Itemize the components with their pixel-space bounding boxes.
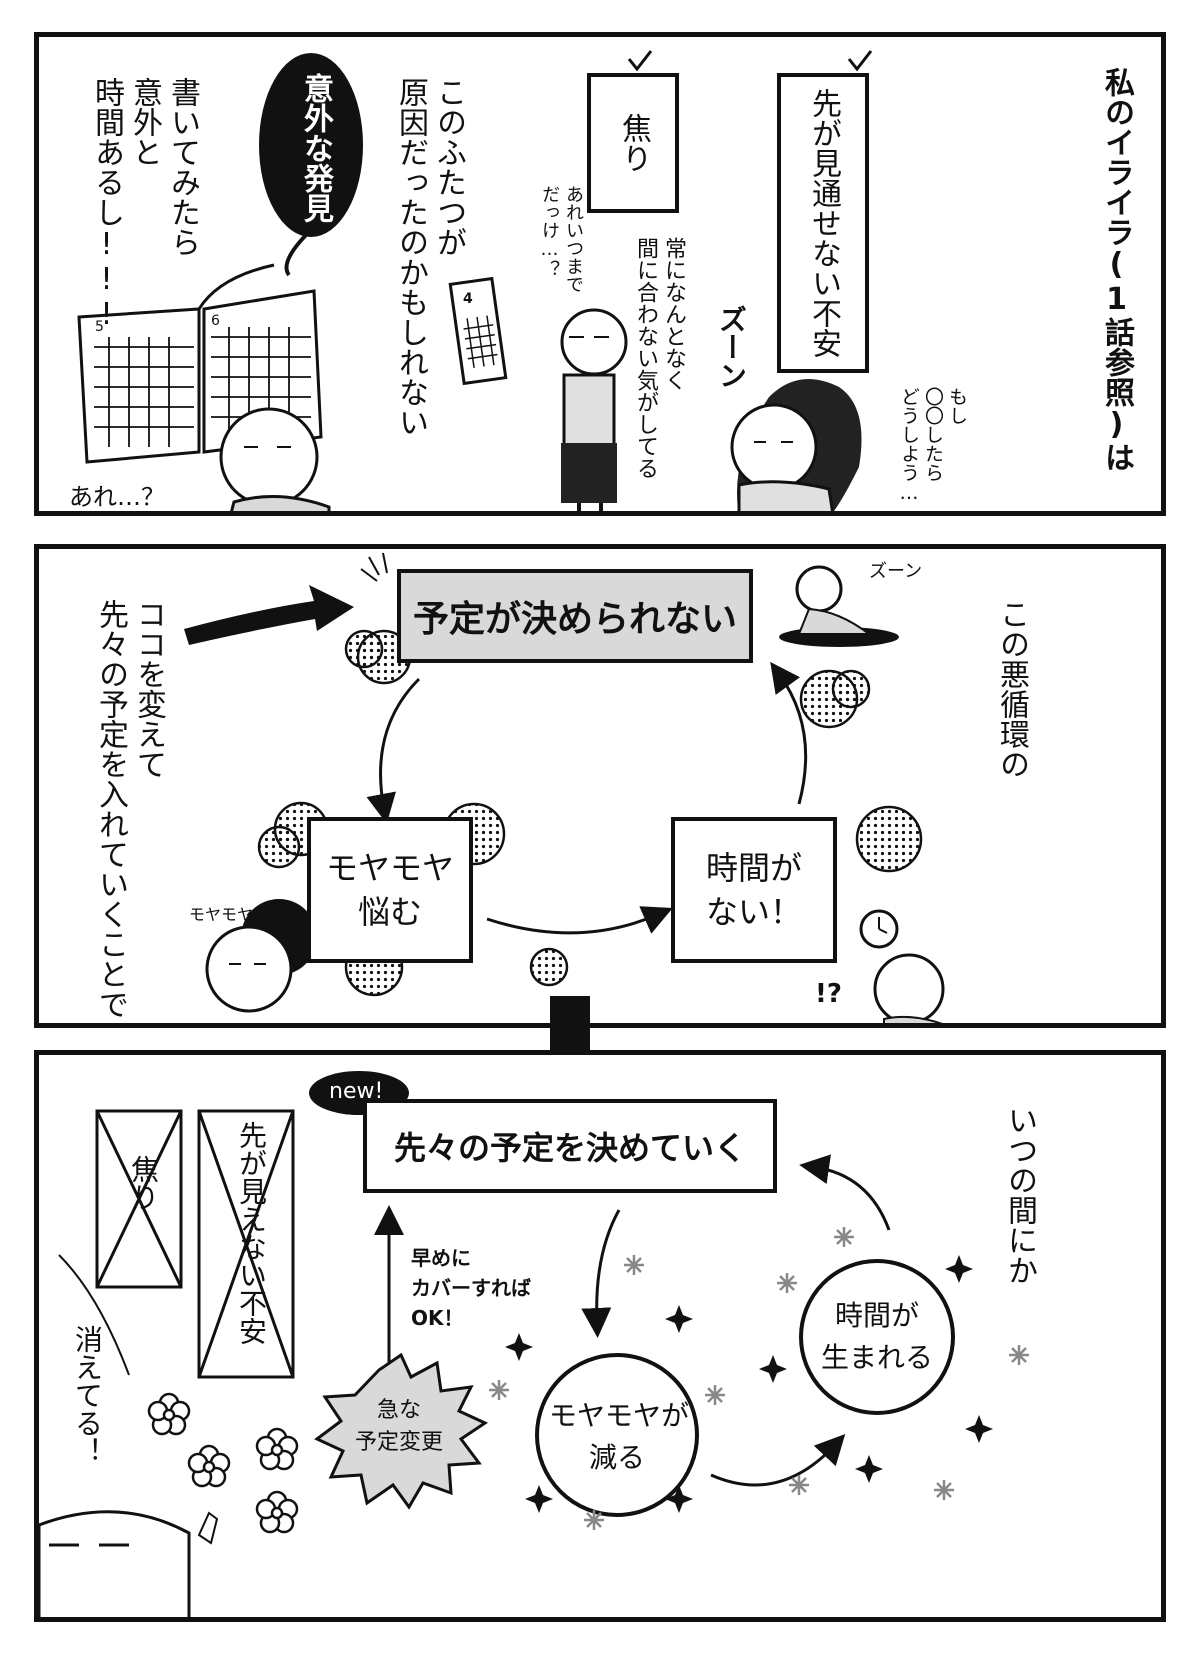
narration-vanished: 消えてる！	[71, 1325, 104, 1465]
planner-right-page-number: 6	[211, 313, 220, 329]
burst-sudden-change-label: 急な 予定変更	[355, 1398, 444, 1455]
relieved-character-figure	[39, 1510, 219, 1617]
worried-character-figure	[205, 899, 317, 1013]
box-anxiety: 先が見通せない不安	[777, 73, 869, 373]
depressed-character-figure	[779, 565, 899, 647]
note-cover-early: 早めに カバーすれば OK！	[411, 1246, 531, 1330]
panel-2-art	[184, 552, 945, 1023]
cycle-arrow	[770, 661, 808, 805]
calendar-page-number: 4	[463, 291, 473, 307]
check-mark-icon	[627, 50, 653, 72]
planner-book-icon	[77, 263, 323, 464]
speech-are: あれ…？	[69, 483, 165, 511]
box-cannot-decide: 予定が決められない	[397, 569, 753, 663]
box-no-time: 時間が ない！	[671, 817, 837, 963]
surprised-character-figure	[873, 953, 945, 1023]
panel-1: 私のイライラ(1話参照)は 先が見通せない不安 焦り ズーン もし 〇〇したら …	[34, 32, 1166, 516]
cycle-arrow	[710, 1434, 846, 1487]
sudden-change-burst	[314, 1352, 489, 1510]
narration-change: ココを変えて 先々の予定を入れていくことで	[93, 599, 166, 1019]
sparkle-icon	[505, 1255, 993, 1513]
cycle-arrow	[799, 1154, 891, 1231]
cycle-arrow	[366, 677, 421, 824]
narration-line	[58, 1254, 130, 1376]
box-decide-ahead-label: 先々の予定を決めていく	[393, 1129, 746, 1167]
box-rush: 焦り	[587, 73, 679, 213]
discovering-person-figure	[219, 407, 331, 511]
circle-less-worry	[535, 1353, 699, 1517]
crossed-anxiety-label: 先が見えない不安	[235, 1121, 268, 1345]
clock-icon	[859, 909, 899, 949]
box-worry: モヤモヤ 悩む	[307, 817, 473, 963]
emphasis-lines	[360, 552, 388, 582]
planner-left-page-number: 5	[95, 319, 104, 335]
box-decide-ahead: 先々の予定を決めていく	[363, 1099, 777, 1193]
narration-before-long: いつの間にか	[1002, 1105, 1037, 1285]
box-rush-label: 焦り	[616, 113, 651, 173]
sfx-moyamoya: モヤモヤ…	[189, 905, 270, 924]
circle-less-worry-label: モヤモヤが 減る	[549, 1399, 690, 1474]
panel-3-art	[39, 1071, 1029, 1617]
discovery-bubble	[259, 53, 363, 277]
discovery-bubble-text: 意外な発見	[298, 73, 333, 223]
sfx-surprise: !?	[815, 979, 842, 1009]
standing-person-figure	[560, 308, 628, 511]
circle-time-born	[799, 1259, 955, 1415]
cycle-arrow	[581, 1209, 621, 1338]
box-no-time-label: 時間が ない！	[705, 849, 802, 931]
box-cannot-decide-label: 予定が決められない	[412, 599, 737, 640]
panel-2: この悪循環の 予定が決められない モヤモヤ 悩む 時間が ない！ ズーン モヤモ…	[34, 544, 1166, 1028]
sfx-zuun-small: ズーン	[869, 561, 923, 582]
cross-out-lines	[95, 1109, 295, 1379]
narration-cycle: この悪循環の	[994, 599, 1029, 779]
flower-icon	[147, 1392, 299, 1534]
circle-time-born-label: 時間が 生まれる	[820, 1299, 933, 1374]
narration-written: 書いてみたら 意外と 時間あるし!!!	[89, 77, 200, 332]
panel-1-art	[77, 50, 873, 511]
thought-always: 常になんとなく 間に合わない気がしてる	[633, 237, 686, 479]
anxious-woman-figure	[730, 379, 862, 511]
wall-calendar-icon	[448, 276, 508, 386]
big-arrow-icon	[184, 585, 354, 645]
crossed-rush-label: 焦り	[127, 1155, 160, 1211]
narration-cause: このふたつが 原因だったのかもしれない	[393, 77, 466, 437]
worry-cloud-icon	[257, 629, 923, 997]
asterisk-icon	[489, 1227, 1029, 1530]
thought-until-when: あれいつまで だっけ…？	[539, 185, 584, 293]
box-anxiety-label: 先が見通せない不安	[806, 88, 841, 358]
panel-3: new! 先々の予定を決めていく いつの間にか 焦り 先が見えない不安 消えてる…	[34, 1050, 1166, 1622]
cycle-arrow	[486, 906, 673, 935]
thought-moshi: もし 〇〇したら どうしよう…	[898, 387, 968, 504]
sfx-zuun: ズーン	[715, 305, 748, 389]
box-worry-label: モヤモヤ 悩む	[325, 849, 454, 931]
narration-irritation: 私のイライラ(1話参照)は	[1099, 67, 1134, 472]
check-mark-icon	[847, 50, 873, 72]
